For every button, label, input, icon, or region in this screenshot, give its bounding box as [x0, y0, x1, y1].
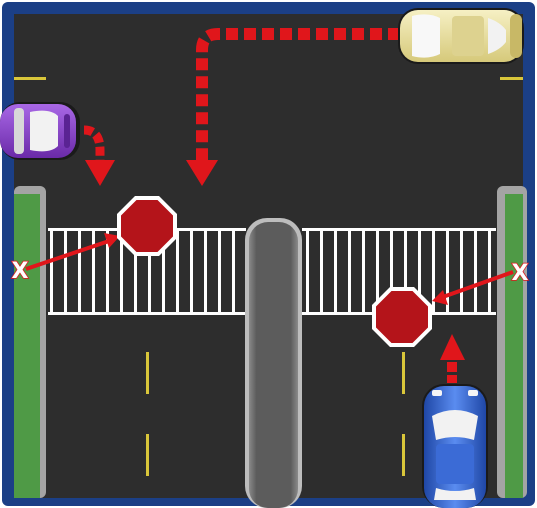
lane-dash — [500, 77, 523, 80]
median-top — [249, 222, 298, 508]
crosswalk-stripe — [232, 228, 235, 315]
right-grass — [505, 194, 523, 498]
pointer-arrowhead — [432, 290, 448, 305]
pointer-line — [25, 238, 113, 271]
dashed-arrow-icon — [186, 28, 400, 186]
x-marker-left: X — [12, 259, 29, 284]
crosswalk-stripe — [320, 228, 323, 315]
crosswalk-stripe — [376, 228, 379, 315]
lane-dash — [146, 434, 149, 476]
crosswalk-stripe — [460, 228, 463, 315]
pointer-line — [439, 270, 514, 300]
crosswalk-stripe — [176, 228, 179, 315]
crosswalk-stripe — [106, 228, 109, 315]
car-topdown-icon — [0, 102, 80, 160]
crosswalk-stripe — [348, 228, 351, 315]
lane-dash — [146, 352, 149, 394]
crosswalk-stripe — [474, 228, 477, 315]
crosswalk-stripe — [334, 228, 337, 315]
crosswalk-stripe — [78, 228, 81, 315]
pointer-arrowhead — [104, 233, 120, 248]
car-topdown-icon — [422, 384, 488, 508]
crosswalk-stripe — [218, 228, 221, 315]
lane-dash — [402, 434, 405, 476]
crosswalk-stripe — [120, 228, 123, 315]
crosswalk-stripe — [432, 228, 435, 315]
crosswalk-stripe — [362, 228, 365, 315]
crosswalk-stripe — [418, 228, 421, 315]
crosswalk-stripe — [204, 228, 207, 315]
crosswalk-stripe — [404, 228, 407, 315]
crosswalk-stripe — [64, 228, 67, 315]
crosswalk-stripe — [446, 228, 449, 315]
octagon-stop-sign-icon — [372, 287, 432, 347]
crosswalk-stripe — [390, 228, 393, 315]
crosswalk-stripe — [92, 228, 95, 315]
left-grass — [14, 194, 40, 498]
x-marker-right: X — [512, 261, 529, 286]
crosswalk-stripe — [148, 228, 151, 315]
dashed-arrow-icon — [440, 334, 465, 383]
crosswalk-stripe — [134, 228, 137, 315]
x-marker-icon: X — [511, 260, 530, 287]
crosswalk-stripe — [162, 228, 165, 315]
lane-dash — [14, 77, 46, 80]
crosswalk-stripe — [306, 228, 309, 315]
crosswalk-stripe — [488, 228, 491, 315]
crosswalk-stripe — [50, 228, 53, 315]
dashed-arrow-icon — [83, 125, 115, 186]
lane-dash — [402, 352, 405, 394]
crosswalk — [48, 228, 496, 315]
octagon-stop-sign-icon — [117, 196, 177, 256]
crosswalk-stripe — [190, 228, 193, 315]
x-marker-icon: X — [11, 258, 30, 285]
car-topdown-icon — [398, 8, 524, 64]
